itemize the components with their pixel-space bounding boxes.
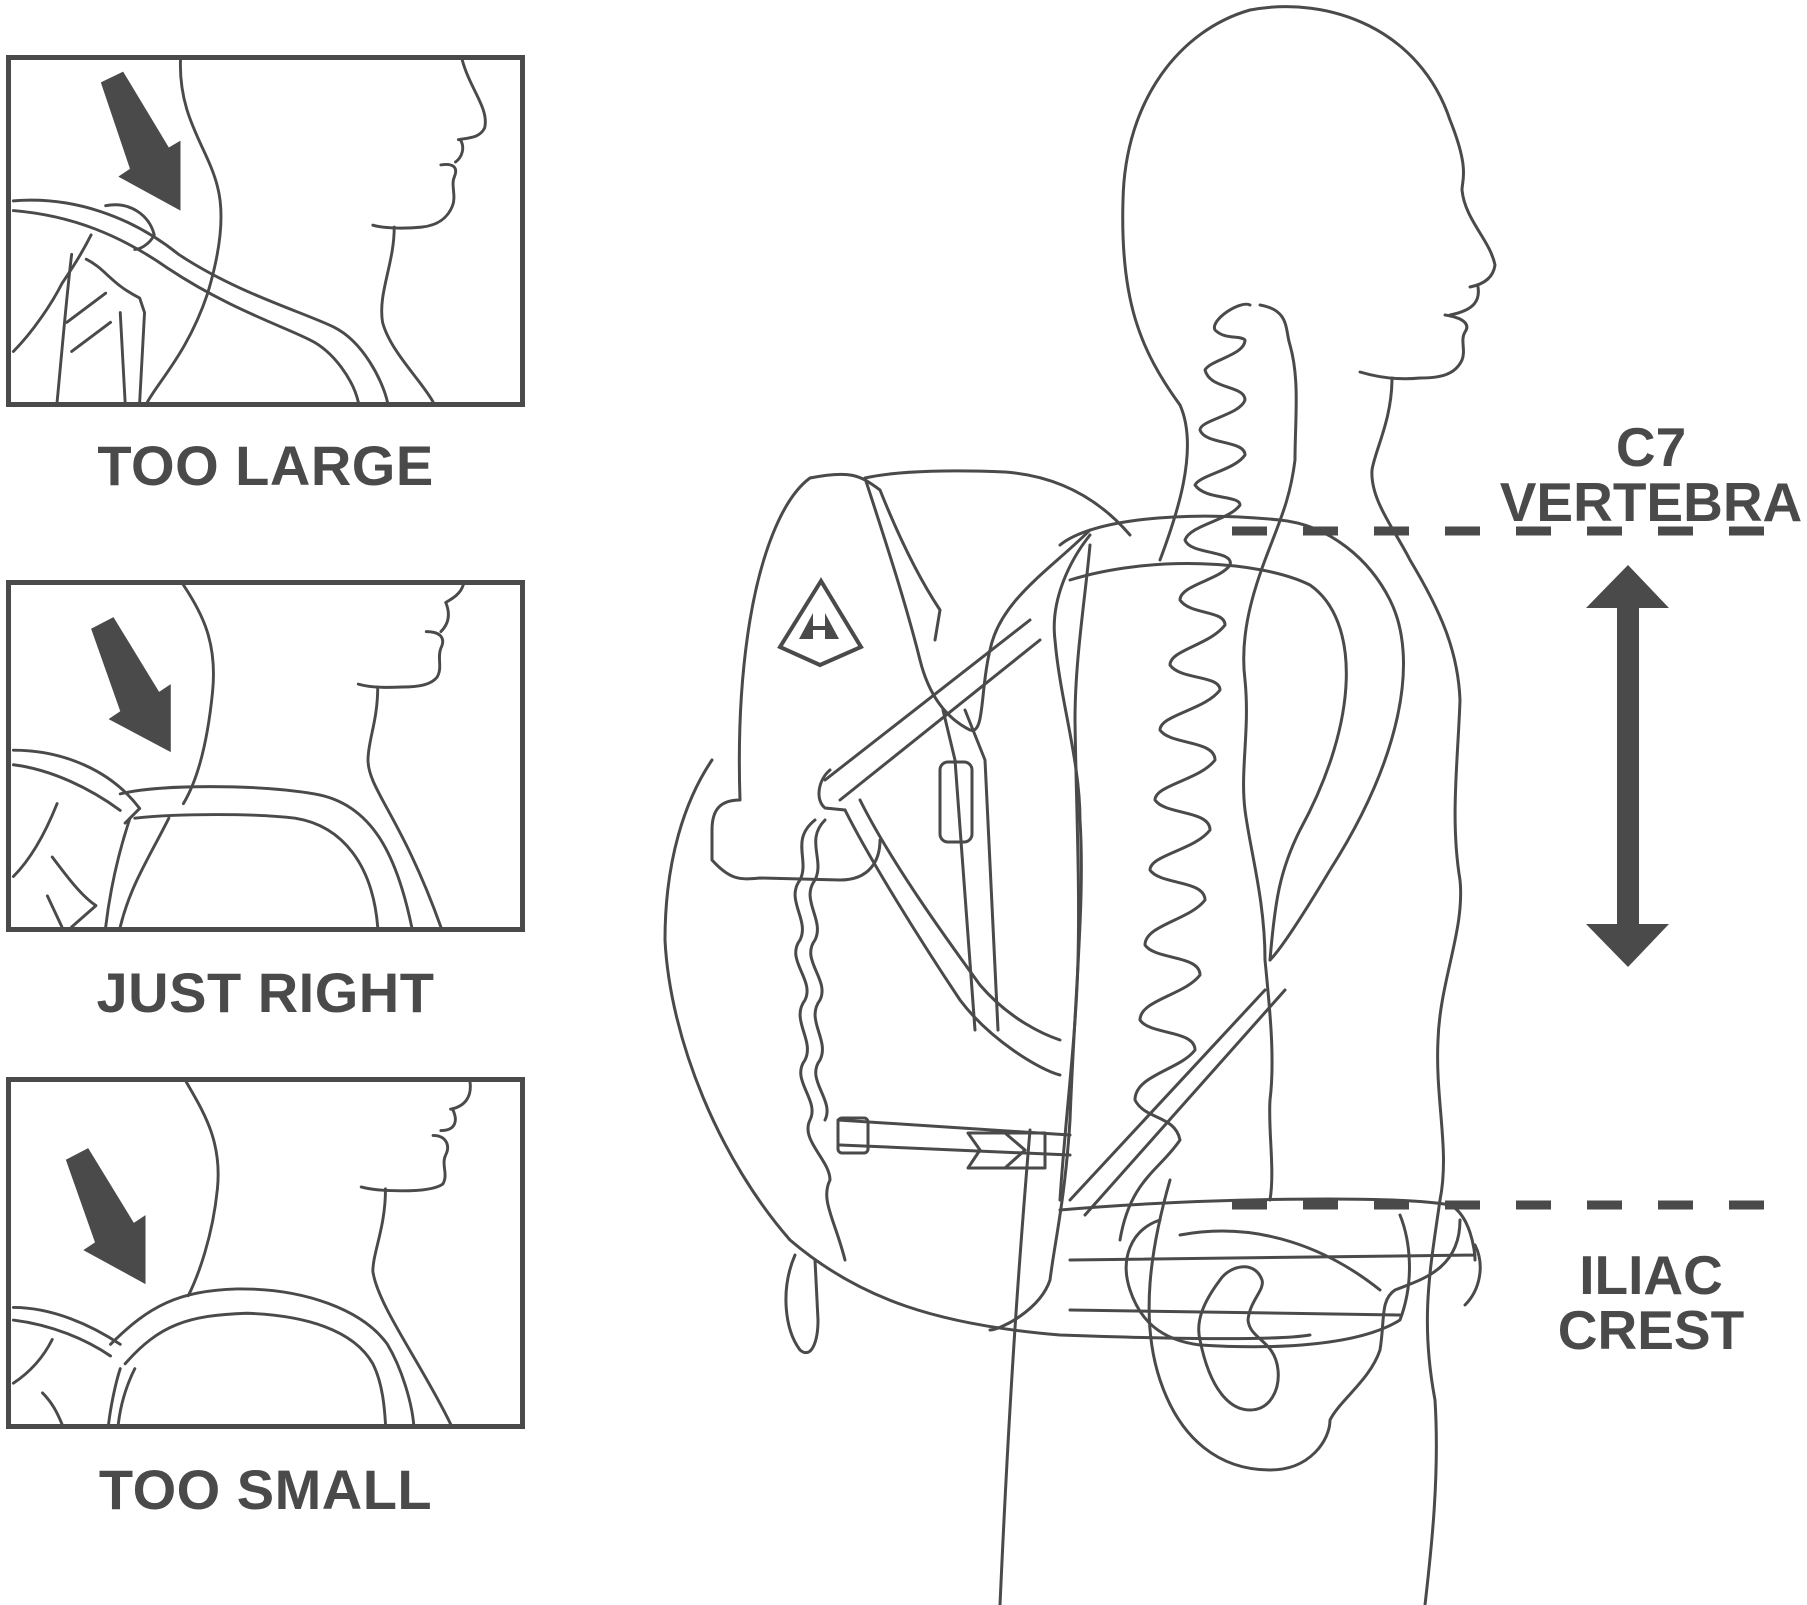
sternum-buckle [938, 760, 974, 844]
c7-vertebra-label: C7 VERTEBRA [1495, 420, 1807, 530]
pointer-arrow-icon [65, 1148, 146, 1285]
backpack-body [710, 472, 942, 882]
fit-panel-too-small [6, 1077, 525, 1429]
hip-belt [1058, 1197, 1482, 1317]
caption-just-right: JUST RIGHT [96, 961, 435, 1024]
shoulder-illustration [11, 1082, 472, 1424]
pointer-arrow-icon [100, 71, 181, 211]
iliac-label-line1: ILIAC [1579, 1244, 1723, 1306]
iliac-crest-label: ILIAC CREST [1495, 1248, 1807, 1358]
side-buckle [966, 1131, 1047, 1170]
torso-back [998, 1128, 1032, 1605]
neck-front [1370, 376, 1463, 1605]
shoulder-illustration [11, 585, 465, 927]
back-outline [1158, 403, 1189, 562]
shoulder-illustration [11, 60, 487, 402]
iliac-label-line2: CREST [1557, 1299, 1745, 1361]
fit-panel-too-large [6, 55, 525, 407]
pointer-arrow-icon [91, 617, 171, 753]
c7-label-line1: C7 [1615, 416, 1687, 478]
caption-too-small: TOO SMALL [98, 1458, 433, 1521]
caption-too-large: TOO LARGE [97, 434, 434, 497]
triangle-logo-icon [777, 577, 864, 668]
pelvis [1147, 1178, 1462, 1472]
c7-label-line2: VERTEBRA [1499, 471, 1803, 533]
double-arrow-vertical-icon [1586, 565, 1669, 967]
fit-panel-just-right [6, 580, 525, 932]
spine [1118, 302, 1252, 1242]
pelvis-hole [1197, 1265, 1280, 1412]
head-outline [1121, 5, 1497, 407]
